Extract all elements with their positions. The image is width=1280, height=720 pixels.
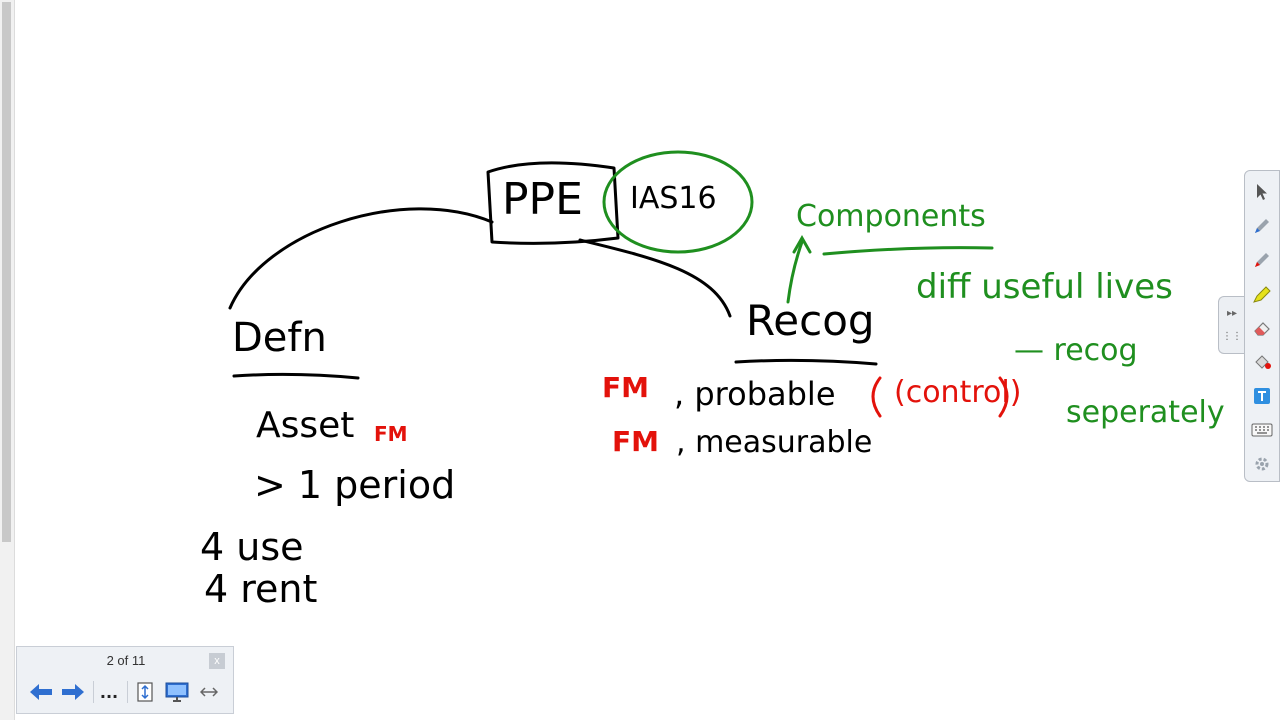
display-screen-button[interactable]	[163, 679, 191, 705]
select-icon	[1257, 184, 1267, 200]
ppe-box-stroke	[486, 161, 620, 245]
standard-label: IAS16	[630, 181, 717, 216]
text-tool[interactable]	[1248, 381, 1276, 411]
monitor-icon	[165, 682, 189, 702]
recog-underline	[734, 358, 878, 366]
highlighter-icon	[1253, 286, 1271, 303]
separator	[127, 681, 128, 703]
fill-tool[interactable]	[1248, 347, 1276, 377]
expand-chevrons-icon: ▸▸	[1226, 308, 1238, 320]
keyboard-icon	[1251, 423, 1273, 437]
arc-stroke	[228, 207, 494, 310]
settings-tool[interactable]	[1248, 449, 1276, 479]
pen-tool[interactable]	[1248, 211, 1276, 241]
components-line3: seperately	[1066, 395, 1225, 430]
more-options-button[interactable]: ...	[99, 682, 119, 702]
ppe-title: PPE	[502, 174, 583, 225]
use-text: 4 use	[200, 525, 304, 569]
separator	[93, 681, 94, 703]
vertical-scrollbar[interactable]	[0, 0, 15, 720]
text-icon	[1254, 388, 1270, 404]
highlighter-tool[interactable]	[1248, 279, 1276, 309]
double-arrow-icon	[200, 687, 218, 697]
close-navigator-button[interactable]: x	[209, 653, 225, 669]
pen-icon	[1255, 219, 1269, 233]
period-text: > 1 period	[254, 463, 456, 507]
palette-expand-tab[interactable]: ▸▸ ⋮⋮	[1218, 296, 1245, 354]
grip-icon: ⋮⋮	[1222, 330, 1242, 342]
control-paren-left	[871, 376, 882, 418]
ink-strokes	[228, 150, 1009, 418]
page-counter: 2 of 11	[106, 653, 146, 668]
whiteboard-canvas[interactable]: PPE IAS16 Defn Asset FM > 1 period 4 use…	[14, 0, 1225, 720]
scrollbar-thumb[interactable]	[2, 2, 11, 542]
creative-pen-icon	[1255, 253, 1269, 267]
recognition-line2-prefix: FM	[612, 425, 659, 458]
defn-underline	[232, 372, 360, 380]
recognition-line1-text: , probable	[674, 375, 836, 413]
next-page-button[interactable]	[59, 679, 87, 705]
components-underline	[822, 246, 994, 256]
components-heading: Components	[796, 199, 986, 234]
components-line1: diff useful lives	[916, 267, 1173, 307]
asset-text: Asset	[256, 405, 355, 446]
arrow-left-icon	[30, 684, 52, 700]
recognition-line1-note: (control)	[894, 375, 1022, 410]
arrow-right-icon	[62, 684, 84, 700]
keyboard-tool[interactable]	[1248, 415, 1276, 445]
arc-stroke-right	[578, 238, 732, 318]
previous-page-button[interactable]	[27, 679, 55, 705]
eraser-icon	[1254, 322, 1270, 336]
recognition-line1-prefix: FM	[602, 371, 649, 404]
components-arrowhead	[792, 234, 812, 254]
creative-pen-tool[interactable]	[1248, 245, 1276, 275]
recognition-heading: Recog	[746, 296, 875, 345]
select-tool[interactable]	[1248, 177, 1276, 207]
recognition-line2-text: , measurable	[676, 425, 873, 460]
fill-icon	[1255, 355, 1271, 369]
ias-circle-stroke	[602, 150, 754, 254]
asset-note: FM	[374, 422, 408, 446]
components-arrow	[786, 240, 804, 304]
tool-palette	[1244, 170, 1280, 482]
eraser-tool[interactable]	[1248, 313, 1276, 343]
definition-heading: Defn	[232, 315, 327, 361]
settings-icon	[1255, 457, 1269, 471]
components-line2: — recog	[1014, 333, 1138, 368]
fit-width-button[interactable]	[195, 679, 223, 705]
fit-page-button[interactable]	[131, 679, 159, 705]
page-navigator: 2 of 11 x ...	[16, 646, 234, 714]
rent-text: 4 rent	[204, 567, 318, 611]
control-paren-right	[998, 376, 1009, 418]
fit-height-icon	[137, 682, 153, 702]
